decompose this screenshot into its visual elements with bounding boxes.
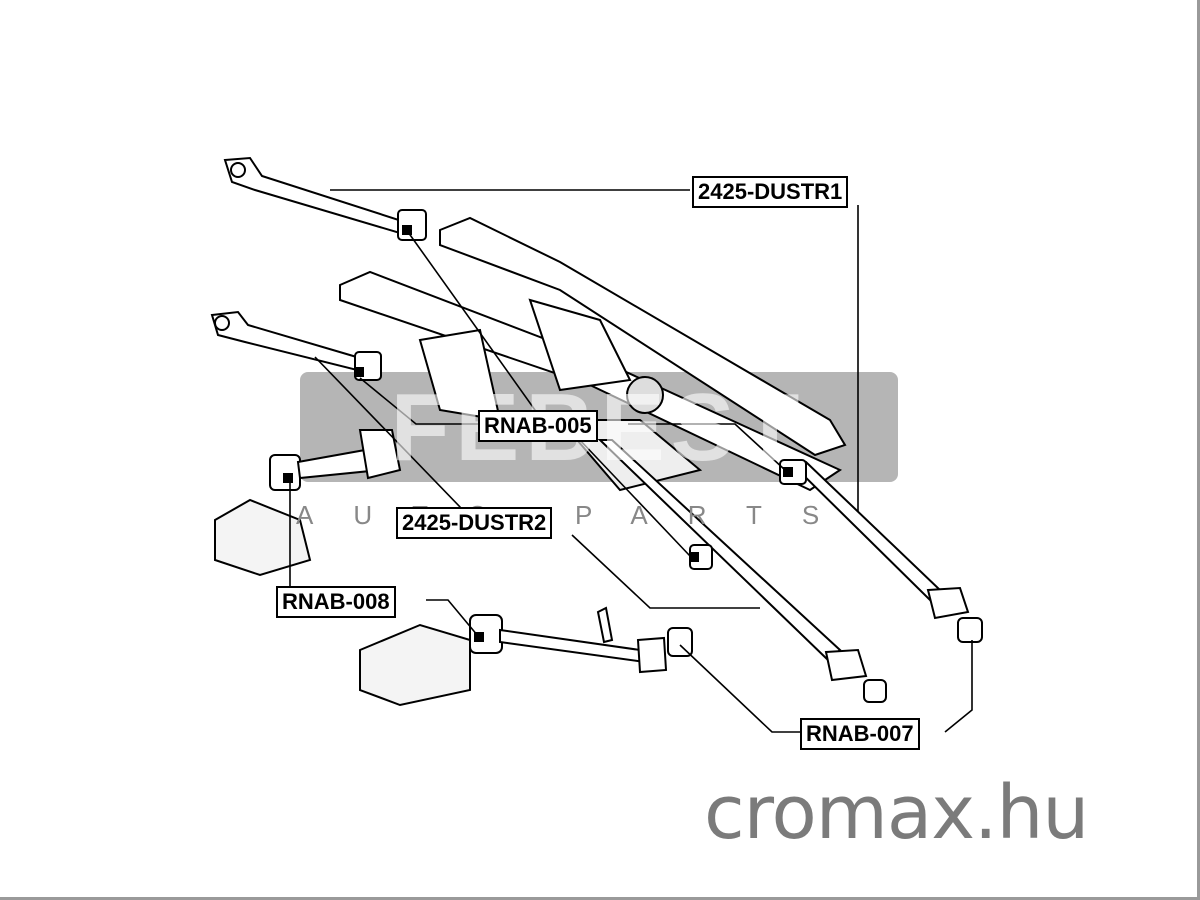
label-2425-dustr2: 2425-DUSTR2	[396, 507, 553, 539]
upper-rear-link-1	[223, 156, 427, 241]
label-rnab-005: RNAB-005	[478, 410, 598, 442]
trailing-arm-bracket	[214, 429, 402, 577]
lower-trailing-link	[359, 606, 693, 707]
label-rnab-008: RNAB-008	[276, 586, 396, 618]
long-lateral-link-right	[779, 459, 983, 643]
middle-lateral-link	[597, 439, 887, 703]
watermark-brand-text: FEBEST	[390, 374, 806, 481]
watermark-subtitle: AUTO PARTS	[296, 500, 860, 530]
label-2425-dustr1: 2425-DUSTR1	[692, 176, 849, 208]
rear-axle-beam	[339, 216, 847, 492]
label-rnab-007: RNAB-007	[800, 718, 920, 750]
upper-rear-link-2	[210, 310, 382, 381]
site-watermark: cromax.hu	[704, 770, 1089, 856]
